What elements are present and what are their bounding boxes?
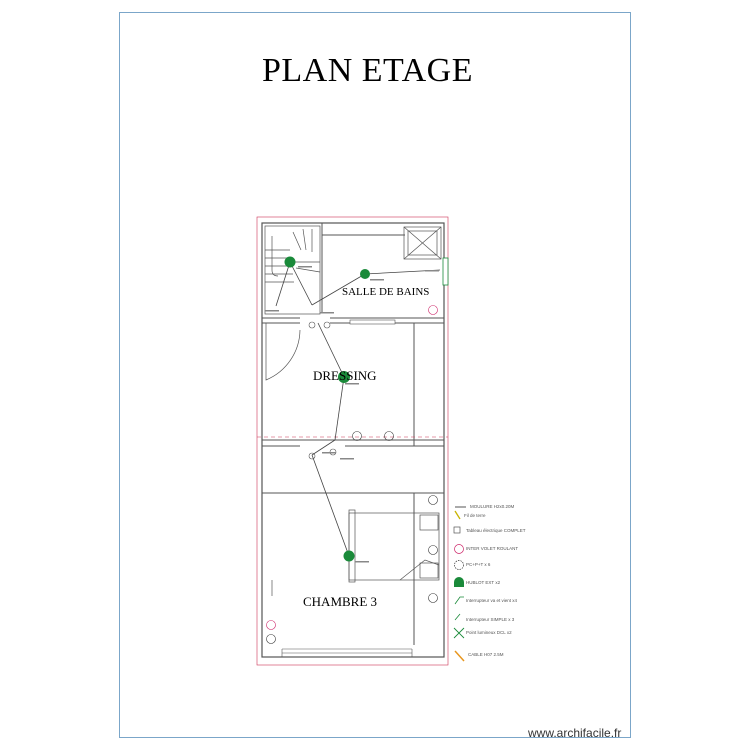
staircase [264, 225, 321, 315]
light-points [284, 256, 370, 562]
socket-icon [428, 545, 438, 555]
door-swing [265, 323, 301, 381]
partition-walls [262, 223, 444, 645]
light-point-icon [284, 256, 296, 268]
light-point-icon [343, 550, 355, 562]
watermark: www.archifacile.fr [528, 726, 622, 740]
legend-label: Tableau électrique COMPLET [466, 528, 526, 533]
socket-icon [266, 634, 276, 644]
sliding-door [349, 319, 396, 325]
room-label-salle-de-bains: SALLE DE BAINS [342, 286, 430, 298]
wall-light-icon [454, 577, 464, 587]
socket-icon [352, 431, 362, 441]
window-bottom [281, 648, 413, 657]
switch-icon [308, 452, 316, 460]
room-label-chambre: CHAMBRE 3 [303, 594, 378, 609]
legend-icons [453, 506, 466, 662]
legend-label: PC+P+T x 6 [466, 562, 491, 567]
earth-wire-icon [454, 510, 461, 520]
two-way-switch-icon [454, 596, 464, 605]
legend-label: Interrupteur SIMPLE x 3 [466, 617, 515, 622]
drawing-sheet-border [119, 12, 631, 738]
cable-icon [454, 650, 465, 662]
switch-icon [308, 321, 316, 329]
plan-title: PLAN ETAGE [262, 52, 473, 89]
socket-icon [454, 560, 464, 570]
socket-icon [428, 305, 438, 315]
wiring [275, 261, 441, 557]
switch-icon [323, 321, 331, 329]
sockets [266, 305, 438, 644]
light-point-icon [360, 269, 370, 279]
shutter-switch-icon [454, 544, 464, 554]
room-label-dressing: DRESSING [313, 368, 377, 383]
shower-icon [403, 226, 442, 260]
building-outline [256, 216, 449, 666]
socket-icon [428, 593, 438, 603]
switches [308, 321, 337, 460]
legend-label: MOULURE H2x0.20M [470, 504, 515, 509]
legend-label: Fil de terre [464, 513, 486, 518]
legend-label: INTER VOLET ROULANT [466, 546, 519, 551]
bed-icon [348, 509, 440, 583]
light-point-icon [338, 371, 350, 383]
socket-icon [384, 431, 394, 441]
radiator-icon [442, 257, 449, 286]
electrical-panel-icon [453, 526, 461, 534]
simple-switch-icon [454, 613, 461, 621]
shutter-switch-icon [266, 620, 276, 630]
socket-icon [428, 495, 438, 505]
light-point-icon [453, 627, 465, 639]
legend-label: Interrupteur va et vient x4 [466, 598, 518, 603]
fixture-tags [265, 266, 439, 563]
legend-label: HUBLOT EXT x2 [466, 580, 501, 585]
legend-label: CABLE H07 2.5M [468, 652, 504, 657]
legend-label: Point lumineux DCL x2 [466, 630, 512, 635]
